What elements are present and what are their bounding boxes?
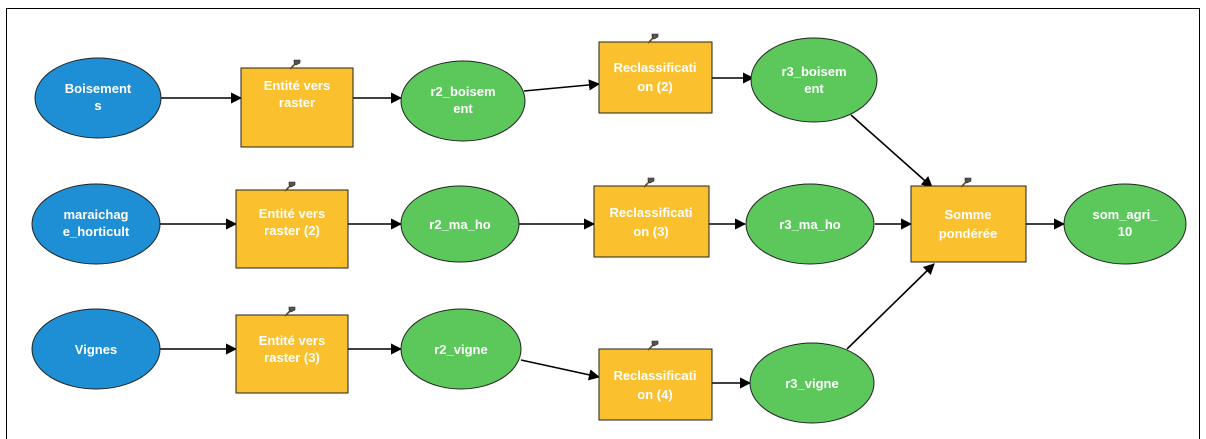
tool-label: Entité vers: [264, 78, 330, 93]
node-som-agri-10[interactable]: som_agri_ 10: [1063, 183, 1187, 265]
tool-label: on (4): [637, 387, 672, 402]
edges: [160, 72, 1066, 389]
tool-somme-ponderee[interactable]: Somme pondérée: [910, 177, 1027, 263]
tool-label: raster: [279, 95, 315, 110]
node-label: s: [94, 98, 101, 113]
node-r3-vigne[interactable]: r3_vigne: [749, 342, 875, 424]
tool-label: Reclassificati: [613, 60, 696, 75]
node-label: r3_boisem: [781, 64, 846, 79]
diagram-frame: [6, 8, 1200, 439]
node-boisements[interactable]: Boisement s: [34, 57, 162, 139]
node-r3-boisement[interactable]: r3_boisem ent: [750, 37, 878, 123]
node-label: Boisement: [65, 81, 132, 96]
node-r2-ma-ho[interactable]: r2_ma_ho: [400, 185, 520, 263]
tool-reclassification-2[interactable]: Reclassificati on (2): [598, 33, 713, 114]
node-vignes[interactable]: Vignes: [31, 308, 161, 390]
node-label: som_agri_: [1092, 207, 1158, 222]
tool-reclassification-4[interactable]: Reclassificati on (4): [598, 340, 713, 421]
node-r2-boisement[interactable]: r2_boisem ent: [400, 60, 526, 142]
node-label: r3_vigne: [785, 376, 838, 391]
edge-r2vigne-rc4: [520, 359, 601, 381]
tool-label: Entité vers: [259, 206, 325, 221]
tool-label: on (3): [633, 224, 668, 239]
tool-reclassification-3[interactable]: Reclassificati on (3): [593, 177, 710, 258]
tool-label: Reclassificati: [613, 368, 696, 383]
node-label: r2_ma_ho: [429, 217, 490, 232]
node-r3-ma-ho[interactable]: r3_ma_ho: [745, 183, 875, 265]
tool-label: Entité vers: [259, 333, 325, 348]
edge-r3boisement-somme: [850, 114, 933, 188]
node-label: r2_boisem: [430, 84, 495, 99]
tool-label: Reclassificati: [609, 205, 692, 220]
node-label: 10: [1118, 224, 1132, 239]
tool-label: raster (3): [264, 350, 320, 365]
node-r2-vigne[interactable]: r2_vigne: [400, 308, 522, 390]
node-label: r3_ma_ho: [779, 217, 840, 232]
tool-entite-vers-raster-3[interactable]: Entité vers raster (3): [235, 306, 349, 394]
node-maraichage-horticult[interactable]: maraichag e_horticult: [31, 183, 161, 265]
node-label: Vignes: [75, 342, 117, 357]
node-label: ent: [453, 101, 473, 116]
node-label: r2_vigne: [434, 342, 487, 357]
tool-label: pondérée: [939, 226, 998, 241]
tool-label: on (2): [637, 79, 672, 94]
tool-label: Somme: [945, 207, 992, 222]
tool-label: raster (2): [264, 223, 320, 238]
node-label: ent: [804, 81, 824, 96]
tool-entite-vers-raster[interactable]: Entité vers raster: [240, 59, 354, 148]
node-label: e_horticult: [63, 224, 130, 239]
edge-r2boisement-rc2: [523, 79, 601, 92]
tool-entite-vers-raster-2[interactable]: Entité vers raster (2): [235, 181, 349, 269]
node-label: maraichag: [63, 207, 128, 222]
edge-r3vigne-somme: [846, 263, 935, 350]
